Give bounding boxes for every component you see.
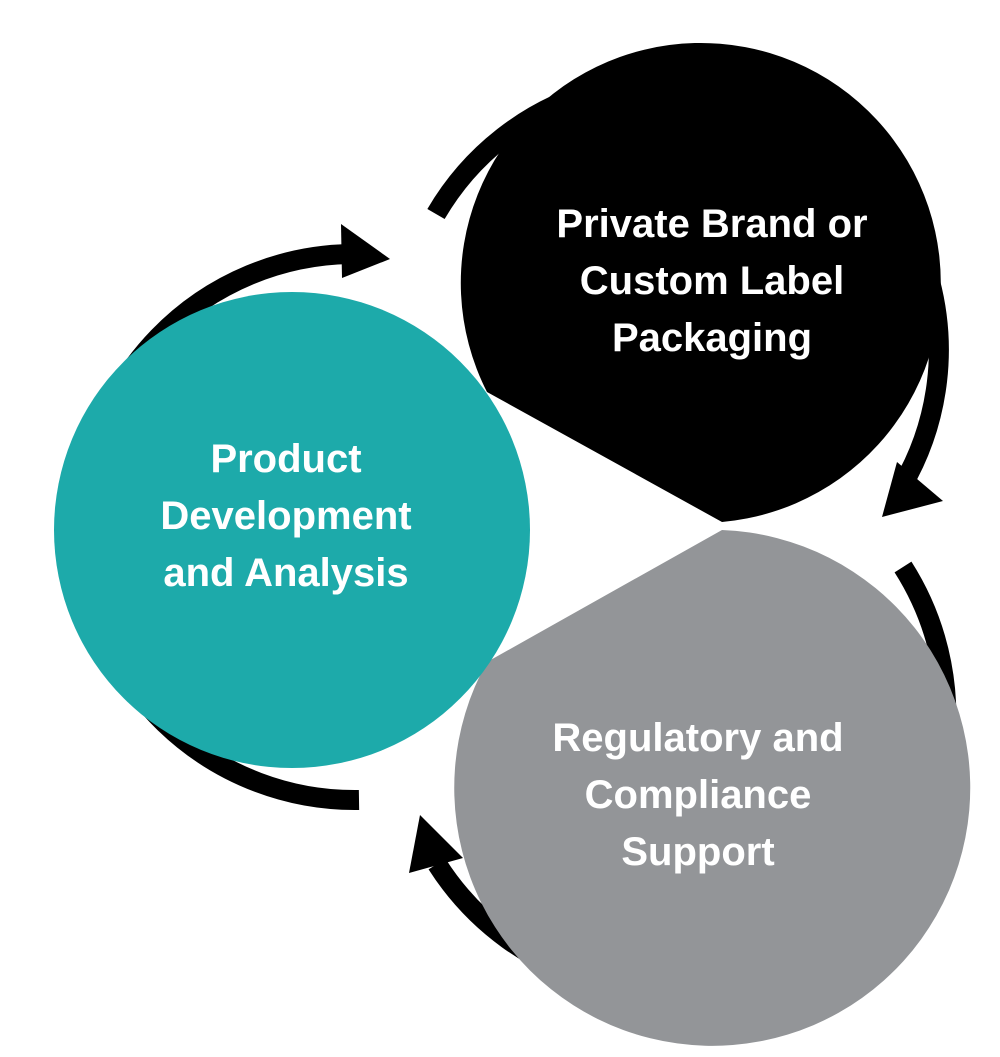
node-bottom-shape xyxy=(454,530,971,1046)
node-left-shape xyxy=(54,292,530,768)
arrowhead-bottom-left xyxy=(409,815,463,873)
arrow-heads xyxy=(341,224,943,873)
arrowhead-left-top xyxy=(341,224,390,278)
node-top-shape xyxy=(460,42,941,522)
arrowhead-top-right xyxy=(882,462,943,517)
